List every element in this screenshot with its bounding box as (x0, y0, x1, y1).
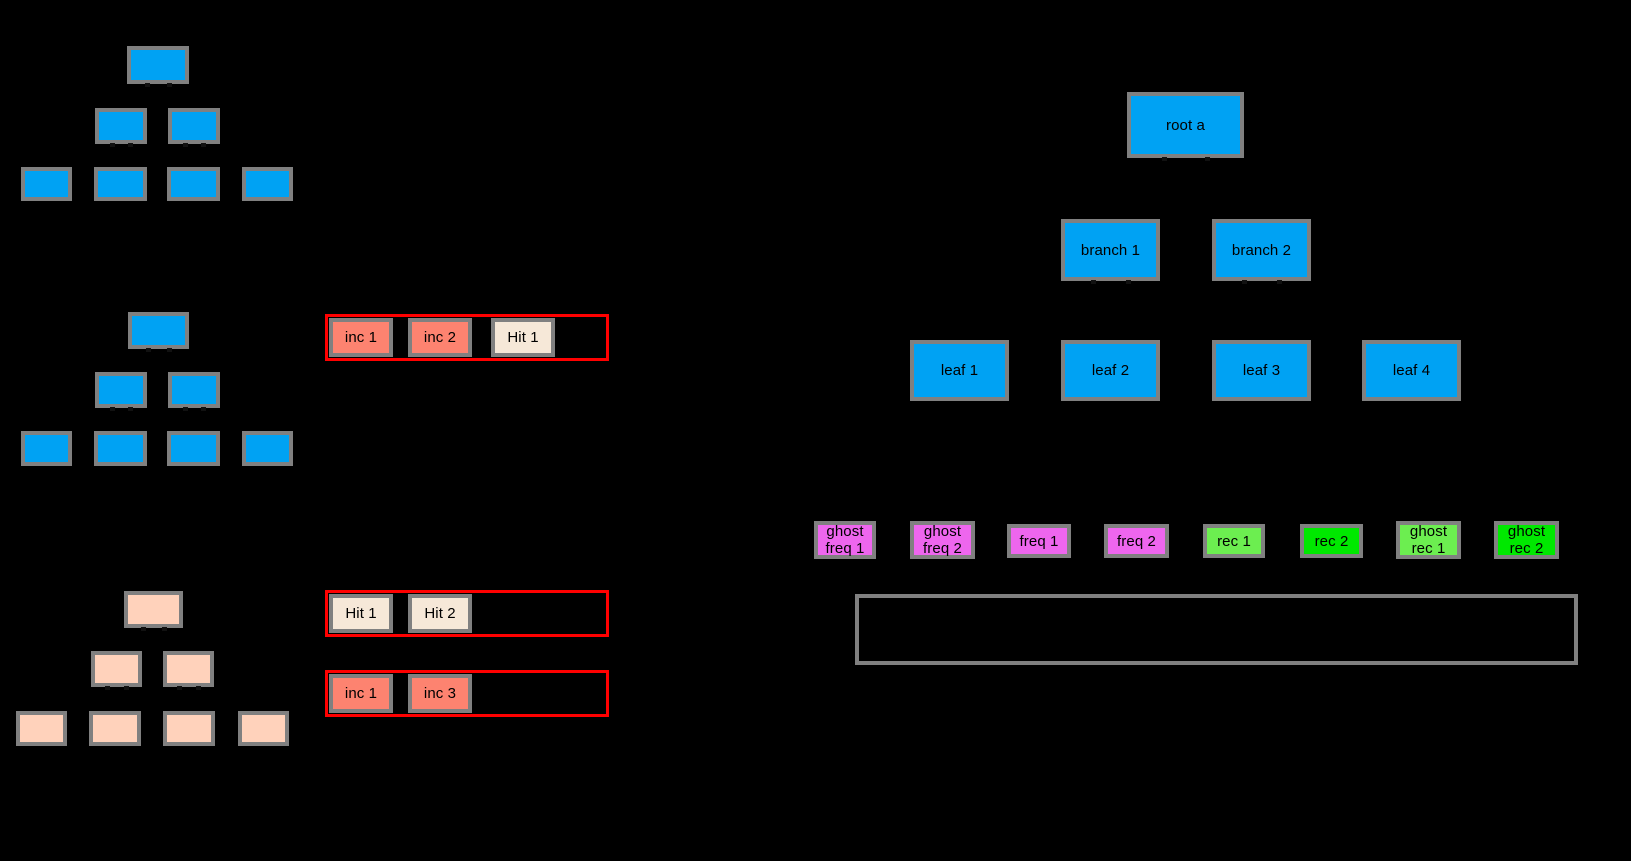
tree-right-blue-node-6[interactable]: leaf 4 (1362, 340, 1461, 401)
connector-stub (1241, 280, 1247, 284)
track-2-cell-1[interactable]: Hit 2 (408, 594, 472, 633)
connector-stub (1277, 280, 1283, 284)
chip-ghost-rec-2[interactable]: ghost rec 2 (1494, 521, 1559, 559)
connector-stub (162, 627, 168, 631)
tree-bottom-left-peach-node-3[interactable] (16, 711, 67, 746)
connector-stub (201, 143, 207, 147)
tree-top-left-blue-node-2[interactable] (168, 108, 220, 144)
track-1-cell-0[interactable]: inc 1 (329, 318, 393, 357)
connector-stub (145, 348, 151, 352)
tree-mid-left-blue-node-1[interactable] (95, 372, 147, 408)
connector-stub (123, 686, 129, 690)
tree-mid-left-blue-node-0[interactable] (128, 312, 189, 349)
track-3-cell-0[interactable]: inc 1 (329, 674, 393, 713)
connector-stub (182, 407, 188, 411)
chip-freq-1[interactable]: freq 1 (1007, 524, 1071, 558)
chip-ghost-rec-1[interactable]: ghost rec 1 (1396, 521, 1461, 559)
tree-top-left-blue-node-0[interactable] (127, 46, 189, 84)
tree-mid-left-blue-node-4[interactable] (94, 431, 147, 466)
tree-right-blue-node-2[interactable]: branch 2 (1212, 219, 1311, 281)
tree-bottom-left-peach-node-0[interactable] (124, 591, 183, 628)
tree-right-blue-node-5[interactable]: leaf 3 (1212, 340, 1311, 401)
connector-stub (1162, 157, 1168, 161)
connector-stub (1204, 157, 1210, 161)
chip-ghost-freq-2[interactable]: ghost freq 2 (910, 521, 975, 559)
tree-bottom-left-peach-node-6[interactable] (238, 711, 289, 746)
tree-mid-left-blue-node-3[interactable] (21, 431, 72, 466)
tree-right-blue-node-3[interactable]: leaf 1 (910, 340, 1009, 401)
connector-stub (1126, 280, 1132, 284)
connector-stub (201, 407, 207, 411)
empty-panel[interactable] (855, 594, 1578, 665)
track-2-cell-0[interactable]: Hit 1 (329, 594, 393, 633)
track-1-cell-2[interactable]: Hit 1 (491, 318, 555, 357)
tree-right-blue-node-0[interactable]: root a (1127, 92, 1244, 158)
connector-stub (109, 407, 115, 411)
connector-stub (128, 143, 134, 147)
connector-stub (128, 407, 134, 411)
track-3-cell-1[interactable]: inc 3 (408, 674, 472, 713)
tree-mid-left-blue-node-5[interactable] (167, 431, 220, 466)
connector-stub (167, 83, 173, 87)
connector-stub (144, 83, 150, 87)
connector-stub (177, 686, 183, 690)
connector-stub (167, 348, 173, 352)
connector-stub (182, 143, 188, 147)
tree-mid-left-blue-node-2[interactable] (168, 372, 220, 408)
connector-stub (195, 686, 201, 690)
tree-top-left-blue-node-6[interactable] (242, 167, 293, 201)
connector-stub (1090, 280, 1096, 284)
tree-bottom-left-peach-node-1[interactable] (91, 651, 142, 687)
chip-rec-2[interactable]: rec 2 (1300, 524, 1363, 558)
tree-right-blue-node-1[interactable]: branch 1 (1061, 219, 1160, 281)
tree-bottom-left-peach-node-4[interactable] (89, 711, 141, 746)
tree-mid-left-blue-node-6[interactable] (242, 431, 293, 466)
tree-top-left-blue-node-4[interactable] (94, 167, 147, 201)
tree-top-left-blue-node-5[interactable] (167, 167, 220, 201)
connector-stub (109, 143, 115, 147)
tree-bottom-left-peach-node-2[interactable] (163, 651, 214, 687)
chip-rec-1[interactable]: rec 1 (1203, 524, 1265, 558)
chip-freq-2[interactable]: freq 2 (1104, 524, 1169, 558)
connector-stub (140, 627, 146, 631)
track-1-cell-1[interactable]: inc 2 (408, 318, 472, 357)
tree-right-blue-node-4[interactable]: leaf 2 (1061, 340, 1160, 401)
tree-bottom-left-peach-node-5[interactable] (163, 711, 215, 746)
chip-ghost-freq-1[interactable]: ghost freq 1 (814, 521, 876, 559)
connector-stub (105, 686, 111, 690)
tree-top-left-blue-node-3[interactable] (21, 167, 72, 201)
tree-top-left-blue-node-1[interactable] (95, 108, 147, 144)
